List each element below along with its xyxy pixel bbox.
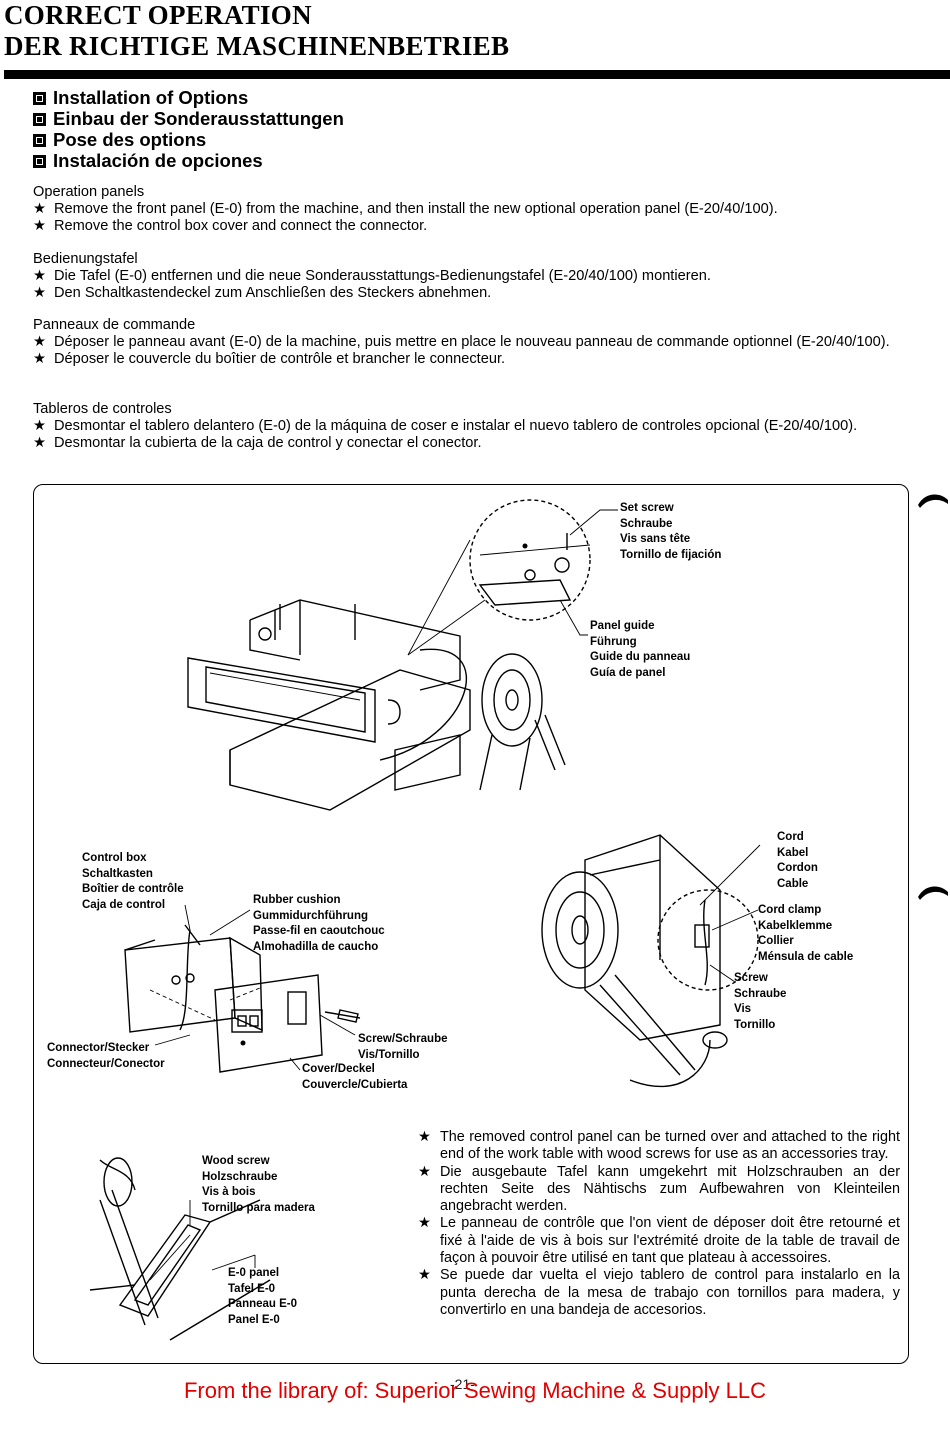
page-number: -21- [450, 1376, 475, 1392]
label-control-box: Control box Schaltkasten Boîtier de cont… [82, 852, 184, 911]
subheading-fr: Pose des options [33, 129, 206, 150]
page-title-german: DER RICHTIGE MASCHINENBETRIEB [4, 31, 510, 61]
library-footer: From the library of: Superior Sewing Mac… [183, 1378, 767, 1403]
section-german: Bedienungstafel ★Die Tafel (E-0) entfern… [33, 251, 903, 302]
motor-pulley-illustration [541, 834, 761, 1088]
star-bullet-icon: ★ [33, 268, 47, 284]
star-bullet-icon: ★ [33, 334, 47, 350]
list-item: ★Desmontar el tablero delantero (E-0) de… [33, 418, 858, 434]
label-screw-right: Screw Schraube Vis Tornillo [734, 972, 787, 1031]
label-rubber-cushion: Rubber cushion Gummidurchführung Passe-f… [253, 894, 385, 953]
label-connector: Connector/Stecker Connecteur/Conector [47, 1042, 165, 1070]
title-rule [4, 70, 950, 79]
section-heading: Bedienungstafel [33, 251, 138, 267]
square-bullet-icon [33, 113, 46, 126]
list-item: ★Die Tafel (E-0) entfernen und die neue … [33, 268, 711, 284]
accessory-tray-illustration [89, 1157, 271, 1341]
label-wood-screw: Wood screw Holzschraube Vis à bois Torni… [202, 1155, 315, 1214]
list-item: ★Remove the front panel (E-0) from the m… [33, 201, 778, 217]
label-cord-clamp: Cord clamp Kabelklemme Collier Ménsula d… [758, 904, 854, 963]
section-french: Panneaux de commande ★Déposer le panneau… [33, 317, 903, 368]
margin-mark-icon [918, 886, 948, 900]
list-item: ★Desmontar la cubierta de la caja de con… [33, 435, 482, 451]
label-set-screw: Set screw Schraube Vis sans tête Tornill… [620, 502, 722, 561]
star-bullet-icon: ★ [33, 201, 47, 217]
control-box-illustration [124, 904, 361, 1073]
section-heading: Operation panels [33, 184, 145, 200]
list-item: ★Déposer le panneau avant (E-0) de la ma… [33, 334, 890, 350]
list-item: ★Remove the control box cover and connec… [33, 218, 428, 234]
list-item: ★Se puede dar vuelta el viejo tablero de… [418, 1267, 900, 1318]
label-cover: Cover/Deckel Couvercle/Cubierta [302, 1063, 408, 1091]
label-screw-small: Screw/Schraube Vis/Tornillo [358, 1033, 448, 1061]
star-bullet-icon: ★ [33, 351, 47, 367]
square-bullet-icon [33, 155, 46, 168]
subheading-en: Installation of Options [33, 87, 248, 108]
illustration-frame [33, 484, 909, 1364]
tray-notes: ★The removed control panel can be turned… [418, 1129, 900, 1319]
label-e0-panel: E-0 panel Tafel E-0 Panneau E-0 Panel E-… [228, 1267, 298, 1326]
section-heading: Tableros de controles [33, 401, 172, 417]
subheading-de: Einbau der Sonderausstattungen [33, 108, 344, 129]
label-panel-guide: Panel guide Führung Guide du panneau Guí… [590, 620, 691, 679]
list-item: ★The removed control panel can be turned… [418, 1129, 900, 1163]
star-bullet-icon: ★ [33, 285, 47, 301]
square-bullet-icon [33, 92, 46, 105]
section-heading: Panneaux de commande [33, 317, 196, 333]
list-item: ★Den Schaltkastendeckel zum Anschließen … [33, 285, 492, 301]
star-bullet-icon: ★ [418, 1163, 431, 1180]
list-item: ★Die ausgebaute Tafel kann umgekehrt mit… [418, 1163, 900, 1215]
star-bullet-icon: ★ [33, 435, 47, 451]
square-bullet-icon [33, 134, 46, 147]
list-item: ★Le panneau de contrôle que l'on vient d… [418, 1215, 900, 1267]
star-bullet-icon: ★ [418, 1129, 431, 1145]
subheading-es: Instalación de opciones [33, 150, 263, 171]
star-bullet-icon: ★ [33, 418, 47, 434]
page-title: CORRECT OPERATION [4, 0, 312, 30]
star-bullet-icon: ★ [418, 1215, 431, 1232]
margin-mark-icon [918, 494, 948, 508]
section-spanish: Tableros de controles ★Desmontar el tabl… [33, 401, 903, 452]
label-cord: Cord Kabel Cordon Cable [777, 831, 818, 890]
list-item: ★Déposer le couvercle du boîtier de cont… [33, 351, 506, 367]
sewing-machine-illustration [187, 499, 618, 811]
section-english: Operation panels ★Remove the front panel… [33, 184, 903, 235]
star-bullet-icon: ★ [33, 218, 47, 234]
star-bullet-icon: ★ [418, 1267, 431, 1284]
